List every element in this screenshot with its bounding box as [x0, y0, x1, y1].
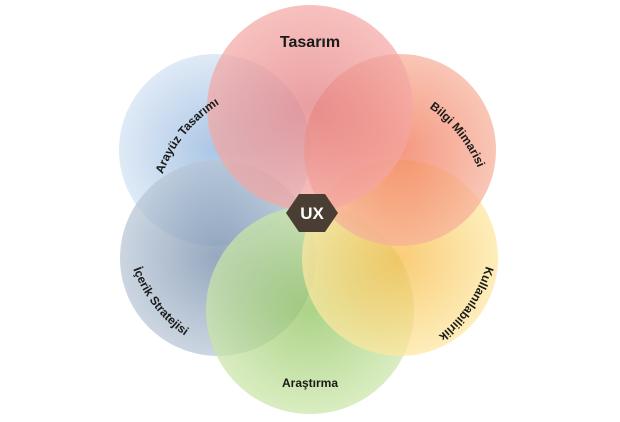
center-label: UX — [300, 204, 324, 223]
label-arastirma: Araştırma — [282, 376, 338, 390]
circle-tasarim — [207, 5, 413, 211]
center-ux-badge: UX — [286, 194, 338, 232]
label-tasarim: Tasarım — [280, 34, 340, 51]
venn-circles — [119, 5, 498, 414]
center-hexagon — [286, 194, 338, 232]
